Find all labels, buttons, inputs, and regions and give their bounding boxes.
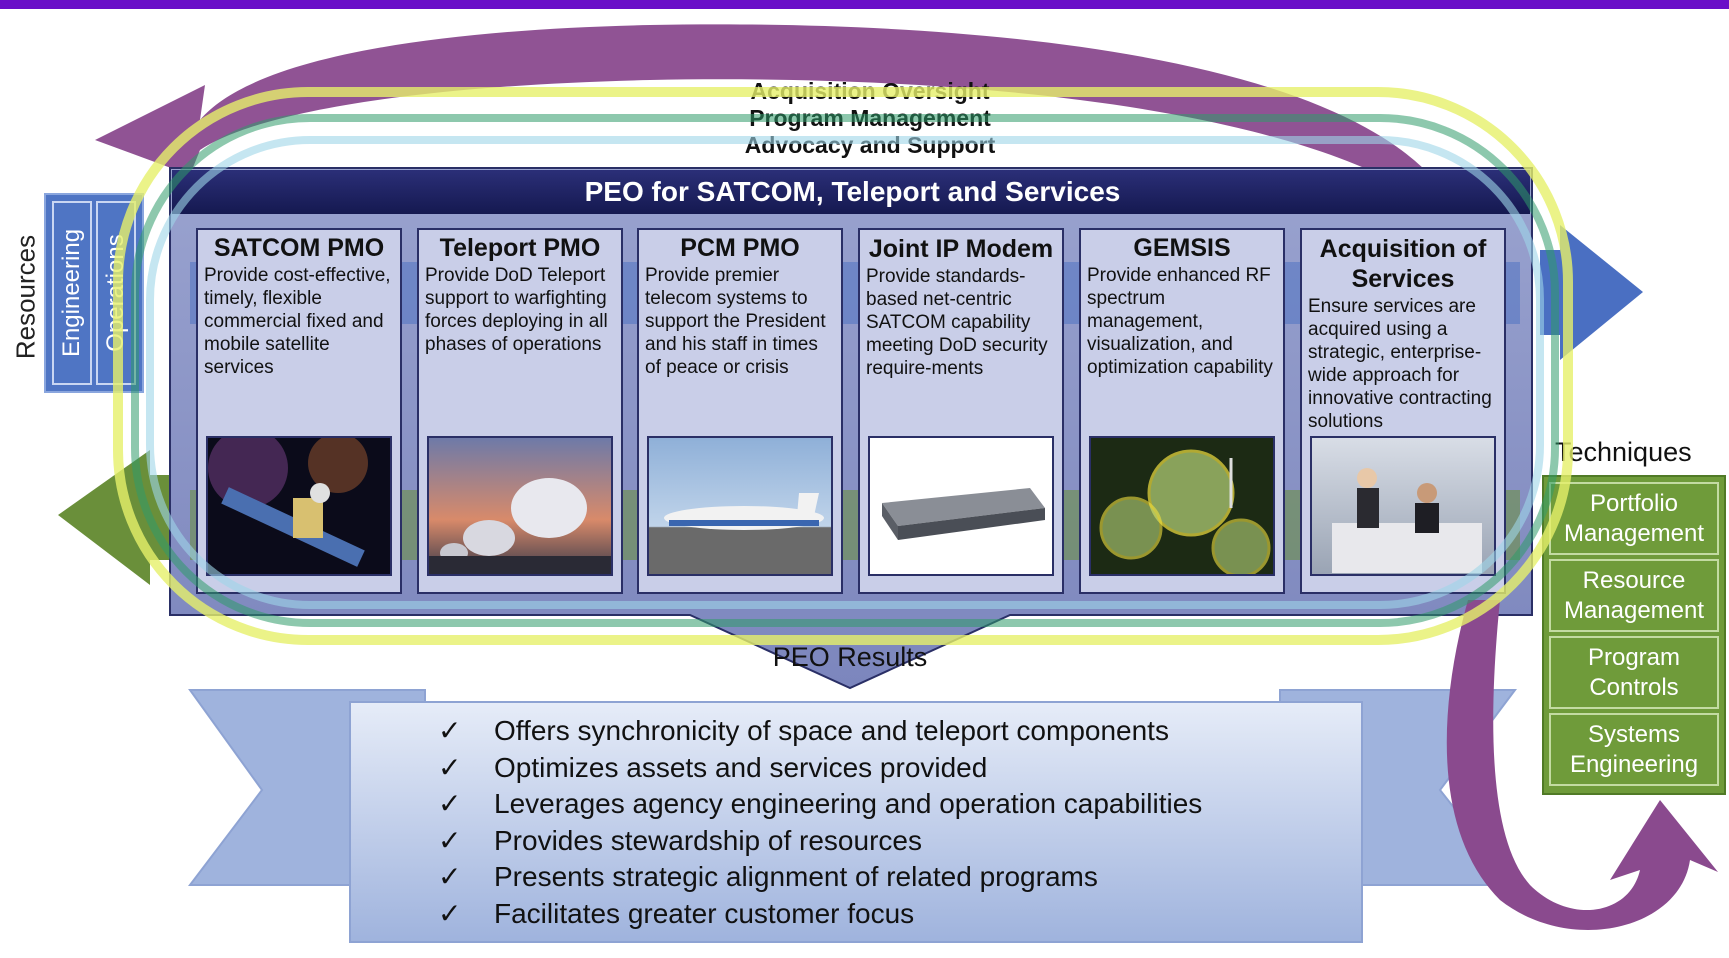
pmo-card-acquisition-of-services: Acquisition of Services Ensure services … bbox=[1300, 228, 1506, 594]
air-force-one-image bbox=[647, 436, 833, 576]
check-icon: ✓ bbox=[438, 788, 462, 819]
result-item: ✓ Presents strategic alignment of related… bbox=[438, 859, 1202, 896]
technique-program-controls: Program Controls bbox=[1549, 636, 1719, 709]
oversight-cycle-arrow bbox=[95, 24, 1430, 185]
resource-engineering-label: Engineering bbox=[58, 228, 85, 358]
pmo-card-desc: Provide cost-effective, timely, flexible… bbox=[204, 265, 391, 378]
pmo-card-title: SATCOM PMO bbox=[213, 234, 385, 262]
pmo-card-desc: Provide standards-based net-centric SATC… bbox=[866, 266, 1048, 379]
techniques-cycle-arrow bbox=[1446, 600, 1718, 930]
pmo-card-title: Joint IP Modem bbox=[868, 235, 1054, 263]
check-icon: ✓ bbox=[438, 861, 462, 892]
pmo-card-desc: Ensure services are acquired using a str… bbox=[1308, 296, 1492, 432]
result-text: Offers synchronicity of space and telepo… bbox=[494, 715, 1169, 746]
result-text: Provides stewardship of resources bbox=[494, 824, 922, 856]
technique-systems-engineering: Systems Engineering bbox=[1549, 713, 1719, 786]
pmo-card-title: PCM PMO bbox=[680, 234, 800, 262]
peo-results-label: PEO Results bbox=[772, 642, 928, 672]
result-item: ✓ Offers synchronicity of space and telep… bbox=[438, 713, 1202, 750]
technique-portfolio-management: Portfolio Management bbox=[1549, 482, 1719, 555]
pmo-card-title: Acquisition of Services bbox=[1319, 235, 1487, 293]
check-icon: ✓ bbox=[438, 751, 462, 783]
pmo-card-desc: Provide premier telecom systems to suppo… bbox=[645, 265, 826, 378]
pmo-card-desc: Provide enhanced RF spectrum management,… bbox=[1087, 265, 1273, 378]
pmo-card-joint-ip-modem: Joint IP Modem Provide standards-based n… bbox=[858, 228, 1064, 594]
oversight-line-2: Program Management bbox=[749, 105, 991, 131]
check-icon: ✓ bbox=[438, 897, 462, 929]
peo-title: PEO for SATCOM, Teleport and Services bbox=[584, 176, 1121, 207]
oversight-line-3: Advocacy and Support bbox=[744, 132, 996, 158]
pmo-card-desc: Provide DoD Teleport support to warfight… bbox=[425, 265, 608, 355]
satellite-image bbox=[206, 436, 392, 576]
techniques-label: Techniques bbox=[1555, 437, 1692, 467]
result-item: ✓ Optimizes assets and services provided bbox=[438, 750, 1202, 787]
result-text: Optimizes assets and services provided bbox=[494, 751, 988, 783]
resources-label: Resources bbox=[10, 234, 41, 360]
satellite-dishes-image bbox=[427, 436, 613, 576]
pmo-card-teleport: Teleport PMO Provide DoD Teleport suppor… bbox=[417, 228, 623, 594]
meeting-image bbox=[1310, 436, 1496, 576]
results-list: ✓ Offers synchronicity of space and telep… bbox=[438, 713, 1202, 932]
pmo-card-title: GEMSIS bbox=[1133, 234, 1231, 262]
blue-right-arrow bbox=[1540, 225, 1643, 360]
result-item: ✓ Facilitates greater customer focus bbox=[438, 896, 1202, 933]
result-text: Presents strategic alignment of related … bbox=[494, 861, 1098, 892]
resources-box: Engineering Operations bbox=[44, 193, 144, 393]
resource-operations: Operations bbox=[96, 201, 136, 385]
result-text: Leverages agency engineering and operati… bbox=[494, 788, 1203, 819]
technique-resource-management: Resource Management bbox=[1549, 559, 1719, 632]
rf-spectrum-image bbox=[1089, 436, 1275, 576]
check-icon: ✓ bbox=[438, 715, 462, 746]
results-box bbox=[349, 701, 1363, 943]
result-text: Facilitates greater customer focus bbox=[494, 897, 915, 929]
pmo-card-pcm: PCM PMO Provide premier telecom systems … bbox=[637, 228, 843, 594]
result-item: ✓ Leverages agency engineering and operat… bbox=[438, 786, 1202, 823]
pmo-card-satcom: SATCOM PMO Provide cost-effective, timel… bbox=[196, 228, 402, 594]
resource-engineering: Engineering bbox=[52, 201, 92, 385]
result-item: ✓ Provides stewardship of resources bbox=[438, 823, 1202, 860]
top-accent-bar bbox=[0, 0, 1729, 9]
ip-modem-image bbox=[868, 436, 1054, 576]
resource-operations-label: Operations bbox=[102, 234, 129, 352]
techniques-box: Portfolio Management Resource Management… bbox=[1542, 475, 1726, 795]
check-icon: ✓ bbox=[438, 824, 462, 856]
pmo-card-title: Teleport PMO bbox=[439, 234, 601, 262]
oversight-line-1: Acquisition Oversight bbox=[750, 78, 990, 104]
pmo-card-gemsis: GEMSIS Provide enhanced RF spectrum mana… bbox=[1079, 228, 1285, 594]
